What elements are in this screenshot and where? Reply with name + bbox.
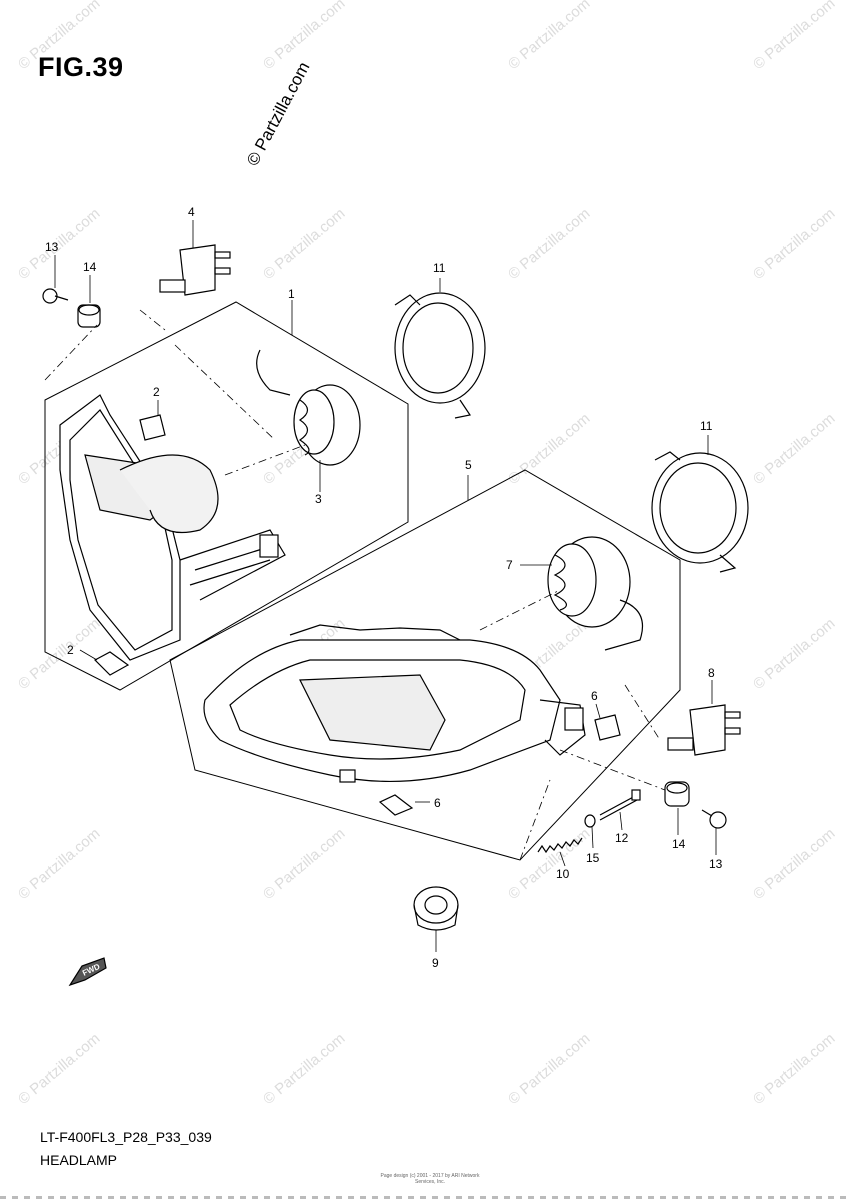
callout-4: 4 [188,205,195,219]
clip-2-top [139,414,166,441]
callout-11-right: 11 [700,419,713,433]
bulb-8 [667,704,741,756]
callout-2-bottom: 2 [67,643,74,657]
bolt-12 [599,789,641,821]
callout-6-top: 6 [591,689,598,703]
socket-3 [256,349,361,466]
grommet-14-right [664,781,690,807]
callout-5: 5 [465,458,472,472]
callout-2-top: 2 [153,385,160,399]
callout-13-top: 13 [45,240,59,254]
callout-13-right: 13 [709,857,723,871]
rubber-9 [413,886,459,931]
socket-7 [547,536,644,651]
callout-9: 9 [432,956,439,970]
clip-6-bottom [378,794,414,816]
ring-11-right [651,451,749,573]
section-name: HEADLAMP [40,1152,118,1168]
clip-2-bottom [94,651,130,676]
callout-14-right: 14 [672,837,686,851]
bottom-dashed-border [0,1196,848,1199]
left-headlamp-housing [59,394,286,661]
callout-12: 12 [615,831,629,845]
assembly-5-outline [169,469,681,861]
washer-15 [584,814,596,828]
callout-15: 15 [586,851,600,865]
grommet-14-top [77,304,101,328]
assembly-1-outline [44,301,409,691]
right-headlamp-housing [203,624,586,783]
callout-10: 10 [556,867,570,881]
callout-1: 1 [288,287,295,301]
fwd-arrow-icon [68,957,107,987]
ring-11-top [394,292,486,419]
bulb-4 [159,244,231,296]
callout-11-top: 11 [433,261,446,275]
figure-title: FIG.39 [38,52,124,82]
clip-6-top [594,714,621,741]
spring-10 [537,837,583,854]
callout-7: 7 [506,558,513,572]
callout-8: 8 [708,666,715,680]
callout-14-top: 14 [83,260,97,274]
model-code: LT-F400FL3_P28_P33_039 [40,1129,212,1145]
callout-3: 3 [315,492,322,506]
callout-6-bottom: 6 [434,796,441,810]
screw-13-right [701,809,727,829]
screw-13-top [42,288,69,304]
copyright-notice: Page design (c) 2001 - 2017 by ARI Netwo… [380,1173,480,1185]
